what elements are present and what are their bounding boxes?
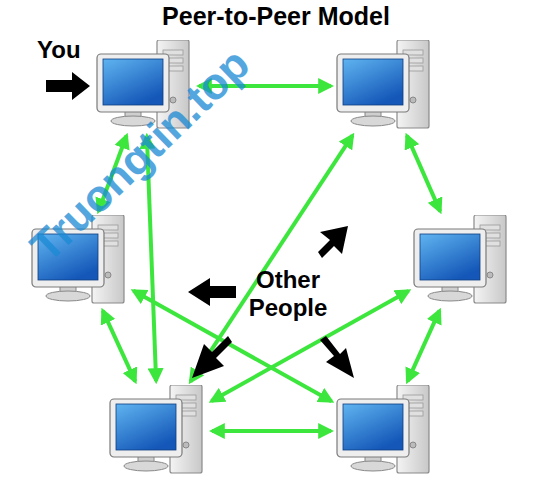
pointer-arrow — [320, 336, 354, 378]
peer-link — [407, 136, 440, 212]
pointer-arrow — [318, 226, 348, 258]
computer-icon — [335, 40, 435, 132]
peer-computer — [335, 385, 435, 477]
peer-link — [212, 429, 331, 433]
node-label: You — [37, 36, 81, 64]
peer-computer — [412, 215, 512, 307]
computer-icon — [412, 215, 512, 307]
group-label: Other People — [228, 266, 348, 322]
diagram-title: Peer-to-Peer Model — [0, 2, 552, 31]
peer-link — [407, 311, 439, 382]
pointer-arrow — [192, 336, 232, 378]
peer-link — [103, 311, 135, 382]
peer-computer — [335, 40, 435, 132]
computer-icon — [108, 385, 208, 477]
you-arrow — [46, 72, 90, 100]
peer-link — [190, 135, 352, 381]
pointer-arrow — [188, 278, 236, 306]
peer-computer — [108, 385, 208, 477]
computer-icon — [335, 385, 435, 477]
